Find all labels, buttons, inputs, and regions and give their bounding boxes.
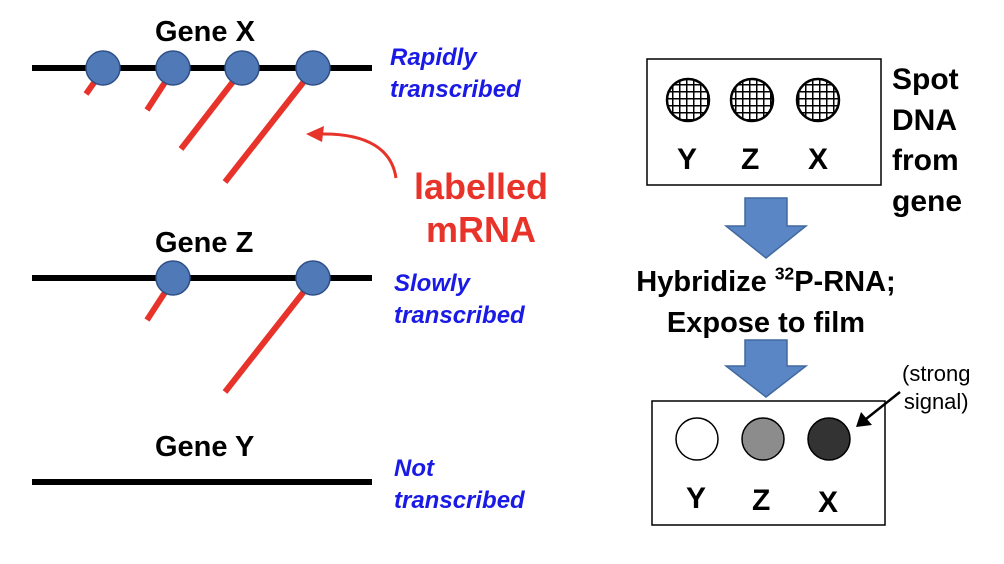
labelled-mrna-label: labelled mRNA — [414, 165, 548, 251]
gene-z-title: Gene Z — [155, 227, 254, 259]
gene-x-polymerase-4 — [295, 50, 331, 86]
spot-dna-line1: Spot — [892, 63, 959, 96]
film-label-z: Z — [752, 484, 771, 517]
hybridize-line1: Hybridize 32P-RNA; — [596, 262, 936, 303]
mrna-pointer-arrow — [319, 132, 398, 179]
film-signal-y — [675, 417, 719, 461]
strong-signal-note: (strong signal) — [902, 360, 970, 415]
film-signal-z — [741, 417, 785, 461]
strong-signal-arrow — [865, 391, 901, 420]
spot-dna-line4: gene — [892, 184, 963, 218]
labelled-mrna-line2: mRNA — [426, 209, 537, 251]
isotope-superscript: 32 — [774, 263, 795, 284]
gene-x-title: Gene X — [155, 16, 255, 48]
gene-y-status: Not transcribed — [394, 453, 525, 518]
dna-spot-z — [729, 77, 775, 123]
gene-z-transcript-2 — [222, 278, 316, 394]
filter-label-y: Y — [677, 143, 698, 176]
gene-x-track — [32, 50, 372, 184]
gene-x-transcript-3 — [178, 68, 245, 151]
gene-z-polymerase-1 — [155, 260, 191, 296]
hybridize-prefix: Hybridize — [636, 266, 775, 298]
gene-y-status-line2: transcribed — [394, 487, 525, 515]
gene-z-status-line1: Slowly — [394, 270, 471, 297]
strong-signal-line2: signal) — [903, 388, 969, 414]
film-label-y: Y — [686, 482, 707, 515]
gene-z-polymerase-2 — [295, 260, 331, 296]
dna-spot-x — [795, 77, 841, 123]
hybridize-suffix: P-RNA; — [794, 266, 896, 298]
hybridize-step-label: Hybridize 32P-RNA; Expose to film — [596, 262, 936, 343]
gene-x-transcript-4 — [222, 68, 316, 184]
gene-y-title: Gene Y — [155, 431, 255, 463]
strong-signal-line1: (strong — [902, 361, 971, 386]
labelled-mrna-line1: labelled — [414, 166, 549, 207]
process-arrow-2 — [723, 339, 809, 398]
gene-x-status: Rapidly transcribed — [390, 42, 521, 107]
spot-dna-label: Spot DNA from gene — [892, 60, 962, 222]
gene-z-status: Slowly transcribed — [394, 268, 525, 333]
mrna-pointer-arrowhead — [306, 126, 324, 142]
gene-x-polymerase-1 — [85, 50, 121, 86]
spot-dna-line3: from — [892, 144, 959, 177]
gene-y-status-line1: Not — [394, 455, 434, 482]
gene-z-track — [32, 260, 372, 394]
filter-label-x: X — [808, 143, 829, 176]
hybridize-line2: Expose to film — [666, 306, 866, 339]
spot-dna-line2: DNA — [892, 103, 957, 137]
gene-x-polymerase-3 — [224, 50, 260, 86]
gene-x-status-line2: transcribed — [390, 76, 521, 104]
dna-spot-y — [665, 77, 711, 123]
gene-x-status-line1: Rapidly — [390, 44, 477, 71]
strong-signal-arrowhead — [856, 412, 872, 427]
gene-z-status-line2: transcribed — [394, 302, 525, 330]
film-signal-x — [807, 417, 851, 461]
process-arrow-1 — [723, 197, 809, 259]
film-label-x: X — [818, 486, 839, 519]
filter-label-z: Z — [741, 143, 760, 176]
gene-x-polymerase-2 — [155, 50, 191, 86]
